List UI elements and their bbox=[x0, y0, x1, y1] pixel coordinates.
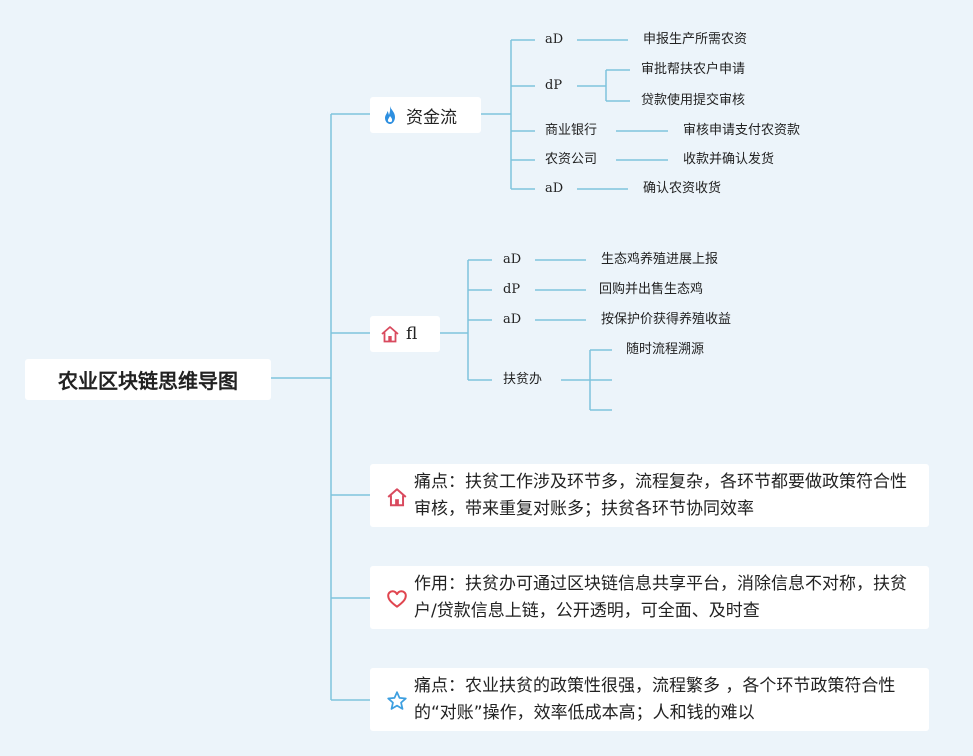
branch-funds-label: 资金流 bbox=[406, 107, 457, 128]
leaf-confirm-shipment[interactable]: 收款并确认发货 bbox=[683, 152, 775, 167]
fire-icon bbox=[385, 106, 395, 124]
note-pain-point-1[interactable]: 痛点：扶贫工作涉及环节多，流程复杂，各环节都要做政策符合性审核，带来重复对账多；… bbox=[370, 464, 929, 527]
house-icon bbox=[381, 326, 399, 343]
node-aD-4[interactable]: aD bbox=[503, 312, 522, 327]
leaf-apply-materials[interactable]: 申报生产所需农资 bbox=[643, 32, 748, 47]
branch-fl-label: fl bbox=[406, 324, 418, 344]
node-aD-1[interactable]: aD bbox=[545, 32, 564, 47]
leaf-chicken-progress[interactable]: 生态鸡养殖进展上报 bbox=[601, 252, 719, 267]
node-dP-2[interactable]: dP bbox=[503, 282, 521, 297]
leaf-loan-review[interactable]: 贷款使用提交审核 bbox=[641, 93, 746, 108]
branch-fl-node[interactable]: fl bbox=[370, 316, 440, 352]
star-icon bbox=[387, 690, 407, 710]
root-node[interactable]: 农业区块链思维导图 bbox=[25, 359, 271, 400]
note-function[interactable]: 作用：扶贫办可通过区块链信息共享平台，消除信息不对称，扶贫户/贷款信息上链，公开… bbox=[370, 566, 929, 629]
note-pain-point-2-text: 痛点：农业扶贫的政策性很强，流程繁多 ，各个环节政策符合性的“对账”操作，效率低… bbox=[414, 675, 896, 723]
node-aD-2[interactable]: aD bbox=[545, 181, 564, 196]
leaf-buyback-sell[interactable]: 回购并出售生态鸡 bbox=[599, 282, 704, 297]
leaf-approve-application[interactable]: 审批帮扶农户申请 bbox=[641, 62, 746, 77]
heart-icon bbox=[387, 589, 407, 608]
node-commercial-bank[interactable]: 商业银行 bbox=[545, 123, 598, 138]
node-aD-3[interactable]: aD bbox=[503, 252, 522, 267]
house-icon bbox=[387, 487, 407, 506]
root-title: 农业区块链思维导图 bbox=[58, 369, 238, 393]
leaf-bank-pay[interactable]: 审核申请支付农资款 bbox=[683, 123, 801, 138]
note-pain-point-1-text: 痛点：扶贫工作涉及环节多，流程复杂，各环节都要做政策符合性审核，带来重复对账多；… bbox=[414, 471, 907, 519]
note-pain-point-2[interactable]: 痛点：农业扶贫的政策性很强，流程繁多 ，各个环节政策符合性的“对账”操作，效率低… bbox=[370, 668, 929, 731]
node-poverty-office[interactable]: 扶贫办 bbox=[503, 372, 543, 387]
branch-funds-node[interactable]: 资金流 bbox=[370, 97, 481, 133]
node-agri-company[interactable]: 农资公司 bbox=[545, 152, 598, 167]
leaf-confirm-receipt[interactable]: 确认农资收货 bbox=[643, 181, 722, 196]
leaf-protected-income[interactable]: 按保护价获得养殖收益 bbox=[601, 312, 732, 327]
note-function-text: 作用：扶贫办可通过区块链信息共享平台，消除信息不对称，扶贫户/贷款信息上链，公开… bbox=[414, 573, 907, 621]
node-dP-1[interactable]: dP bbox=[545, 78, 563, 93]
leaf-trace-process[interactable]: 随时流程溯源 bbox=[626, 342, 705, 357]
